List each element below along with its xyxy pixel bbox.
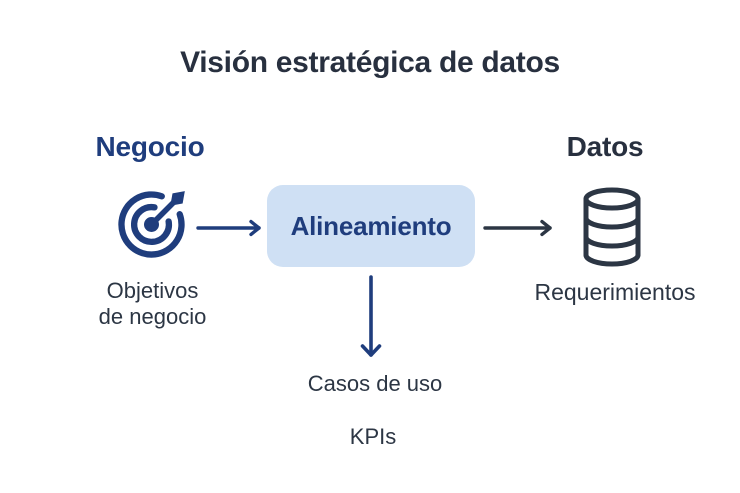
alignment-box-label: Alineamiento: [290, 210, 452, 241]
diagram-title: Visión estratégica de datos: [180, 46, 560, 79]
business-heading: Negocio: [95, 131, 205, 162]
data-caption: Requerimientos: [534, 279, 696, 305]
kpis-label: KPIs: [349, 424, 397, 449]
arrow-right-icon: [196, 219, 264, 237]
alignment-box: Alineamiento: [267, 185, 475, 267]
database-icon: [581, 187, 643, 267]
arrow-right-icon: [483, 219, 555, 237]
target-icon: [112, 185, 191, 264]
data-heading: Datos: [566, 131, 644, 162]
use-cases-label: Casos de uso: [307, 371, 443, 396]
business-caption: Objetivos de negocio: [98, 278, 207, 330]
arrow-down-icon: [358, 275, 384, 363]
